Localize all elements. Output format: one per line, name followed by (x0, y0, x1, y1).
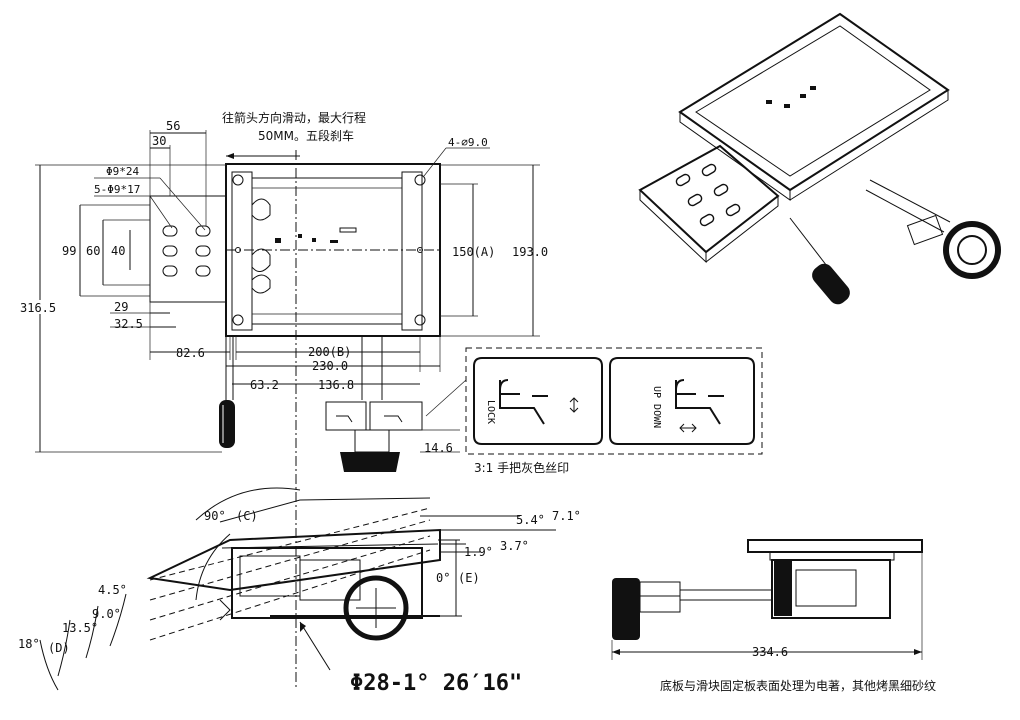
hole-spec: 4-⌀9.0 (448, 136, 488, 149)
decal-updown-panel (609, 357, 755, 445)
handle-grip (219, 400, 235, 448)
slide-note-line2: 50MM。五段刹车 (258, 128, 354, 143)
decal-detail: LOCK UP DOWN 3:1 手把灰色丝印 (425, 347, 763, 475)
dim-99: 99 (62, 244, 76, 258)
iso-lever-grip (812, 263, 850, 305)
angle-4-5: 4.5° (98, 583, 127, 597)
dim-30: 30 (152, 134, 166, 148)
side-angle-view: 90° (C) 5.4° 7.1° 1.9° 3.7° 0° (E) 4.5° … (18, 487, 581, 696)
label-lock: LOCK (485, 400, 496, 424)
angle-spec: Φ28-1° 26′16" (350, 671, 522, 696)
surface-note: 底板与滑块固定板表面处理为电著，其他烤黑细砂纹 (660, 678, 936, 693)
slot-cutout (251, 198, 271, 294)
dim-40: 40 (111, 244, 125, 258)
angle-7-1: 7.1° (552, 509, 581, 523)
mount-hole-br (414, 314, 426, 326)
dim-14-6: 14.6 (424, 441, 453, 455)
front-knob (612, 578, 640, 640)
side-mech-body (231, 547, 423, 619)
dim-60: 60 (86, 244, 100, 258)
handle-print-note: 3:1 手把灰色丝印 (474, 461, 569, 475)
dim-5phi9x17: 5-Φ9*17 (94, 183, 140, 196)
decal-small-left (325, 401, 367, 431)
dim-136-8: 136.8 (318, 378, 354, 392)
slide-note-line1: 往箭头方向滑动，最大行程 (222, 110, 366, 125)
dim-32-5: 32.5 (114, 317, 143, 331)
decal-small-right (369, 401, 423, 431)
angle-90-c: (C) (236, 509, 258, 523)
dim-56: 56 (166, 119, 180, 133)
angle-0: 0° (436, 571, 450, 585)
angle-9-0: 9.0° (92, 607, 121, 621)
front-view: 334.6 (611, 539, 923, 660)
dim-193: 193.0 (512, 245, 548, 259)
angle-13-5: 13.5° (62, 621, 98, 635)
iso-plate (678, 12, 950, 192)
angle-5-4: 5.4° (516, 513, 545, 527)
mount-hole-tr (414, 174, 426, 186)
angle-90: 90° (204, 509, 226, 523)
iso-knob (943, 221, 1001, 279)
side-knob (343, 575, 409, 641)
dim-phi9x24: Φ9*24 (106, 165, 139, 178)
angle-1-9: 1.9° (464, 545, 493, 559)
dim-82-6: 82.6 (176, 346, 205, 360)
front-top-plate (747, 539, 923, 553)
decal-lock-panel (473, 357, 603, 445)
dim-150a: 150(A) (452, 245, 495, 259)
inner-rail-left (231, 171, 253, 331)
label-up-down: UP DOWN (651, 386, 662, 428)
inner-rail-right (401, 171, 423, 331)
isometric-view (638, 12, 1001, 305)
dim-316: 316.5 (20, 301, 56, 315)
chair-icon-lock (499, 379, 548, 425)
angle-3-7: 3.7° (500, 539, 529, 553)
dim-230: 230.0 (312, 359, 348, 373)
left-bracket (149, 195, 227, 303)
knob (340, 452, 400, 472)
mount-hole-bl (232, 314, 244, 326)
angle-18: 18° (18, 637, 40, 651)
chair-icon-updown (675, 379, 724, 425)
front-body (771, 559, 891, 619)
mount-hole-tl (232, 174, 244, 186)
iso-bracket (638, 144, 780, 254)
top-view (149, 150, 441, 690)
dim-29: 29 (114, 300, 128, 314)
dim-334-6: 334.6 (752, 645, 788, 659)
angle-0-e: (E) (458, 571, 480, 585)
top-dimensions: 56 30 Φ9*24 5-Φ9*17 99 60 40 316.5 29 32… (18, 110, 548, 455)
dim-200b: 200(B) (308, 345, 351, 359)
dim-63-2: 63.2 (250, 378, 279, 392)
